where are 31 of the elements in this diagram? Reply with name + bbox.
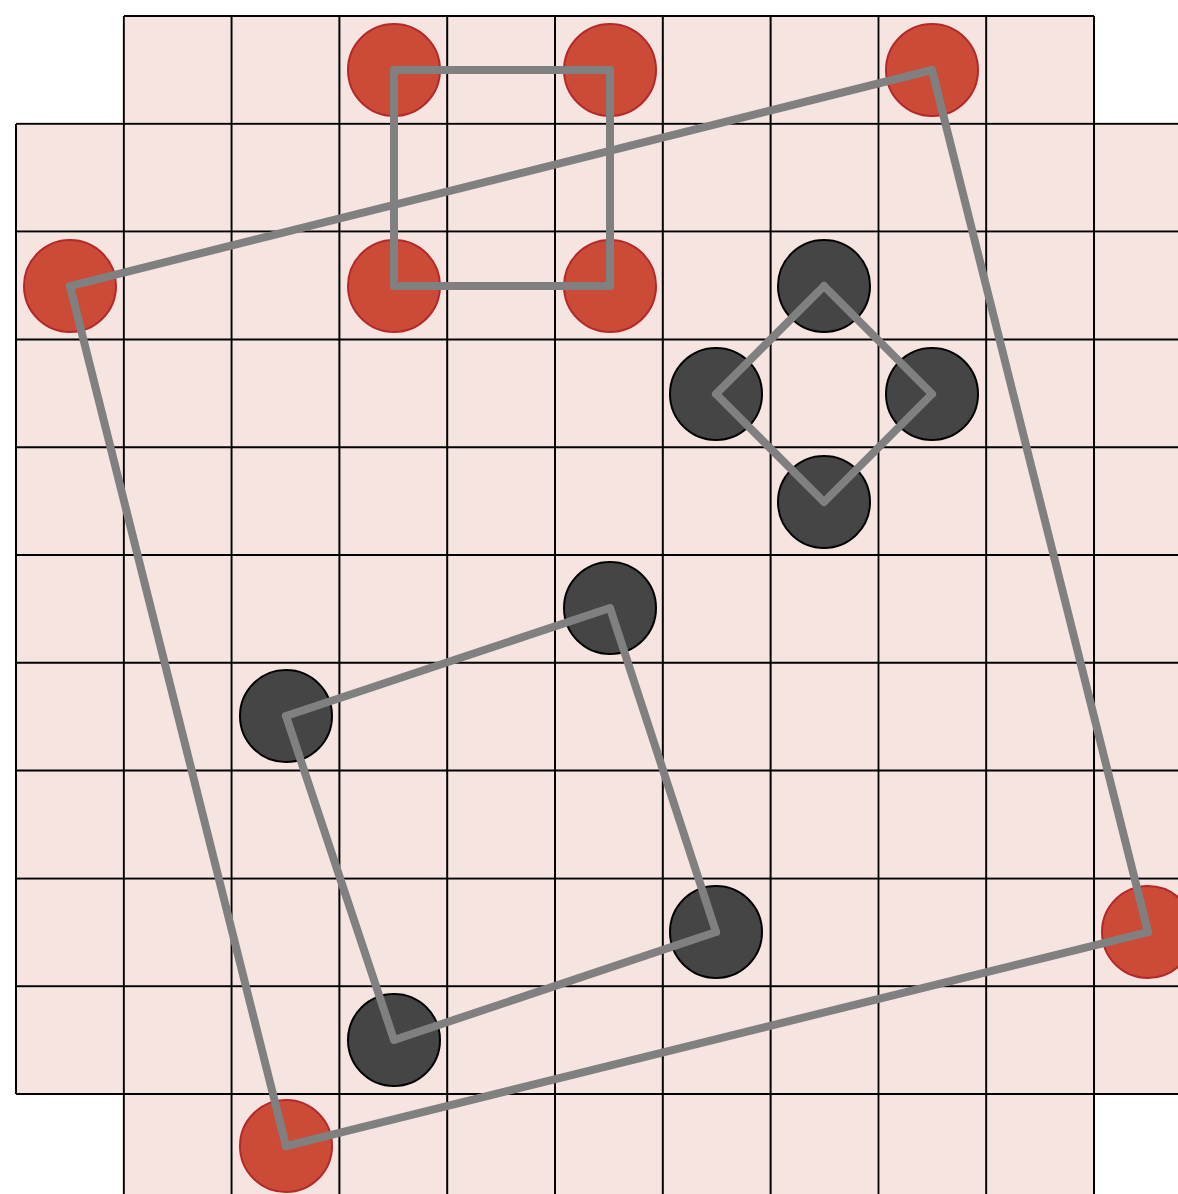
stone: [563, 23, 657, 117]
connecting-line: [390, 66, 398, 290]
connecting-line: [390, 928, 720, 1044]
stone: [885, 347, 979, 441]
stone: [239, 669, 333, 763]
stone: [777, 455, 871, 549]
stone: [347, 239, 441, 333]
connecting-line: [606, 66, 614, 290]
connecting-line: [66, 66, 936, 290]
stone: [669, 885, 763, 979]
connecting-line: [928, 66, 1152, 936]
connecting-line: [820, 282, 936, 398]
connecting-line: [390, 66, 614, 74]
stone: [885, 23, 979, 117]
connecting-line: [66, 282, 290, 1150]
connecting-line: [606, 604, 720, 936]
stone: [777, 239, 871, 333]
stone: [669, 347, 763, 441]
stone: [239, 1099, 333, 1193]
connecting-line: [282, 928, 1152, 1150]
stone: [347, 23, 441, 117]
stone: [1101, 885, 1178, 979]
connecting-line: [820, 390, 936, 506]
connecting-line: [712, 390, 828, 506]
connecting-line: [712, 282, 828, 398]
connecting-line: [390, 282, 614, 290]
stone: [563, 239, 657, 333]
stone: [347, 993, 441, 1087]
connecting-line: [282, 712, 398, 1044]
stone: [23, 239, 117, 333]
stone: [563, 561, 657, 655]
